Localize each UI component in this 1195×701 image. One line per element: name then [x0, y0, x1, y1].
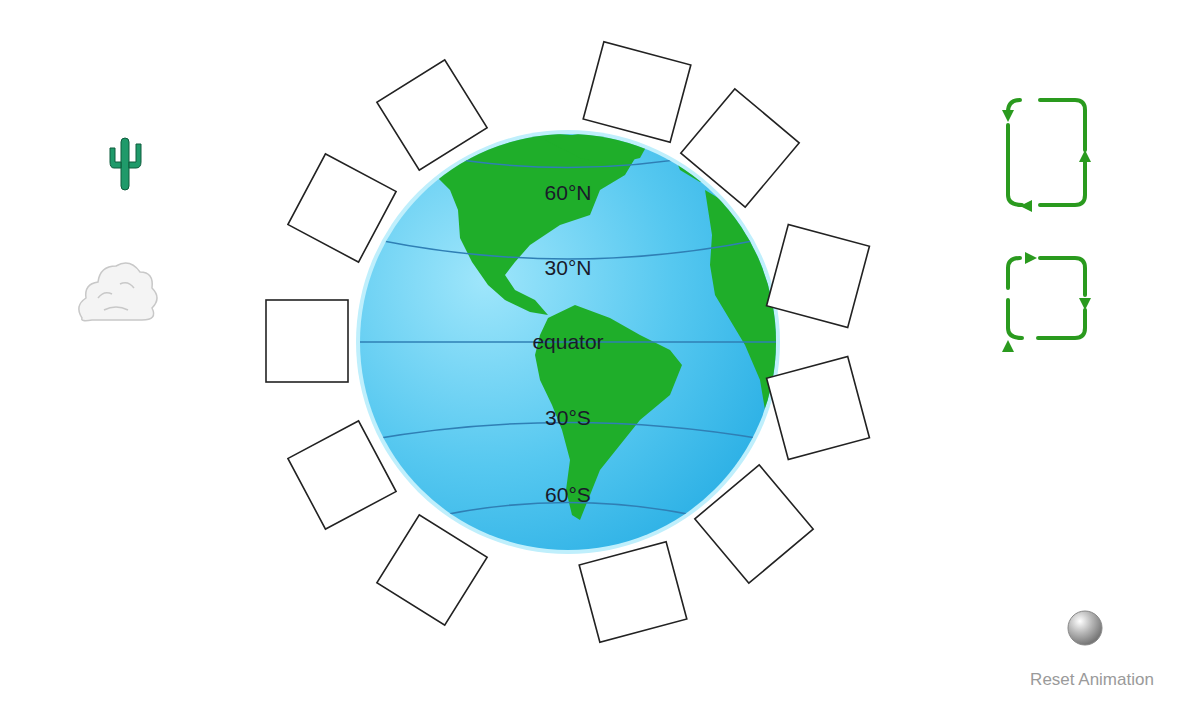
latitude-lines	[360, 155, 776, 520]
latitude-label: 30°N	[545, 256, 592, 280]
globe-rim	[356, 130, 780, 554]
loop-arrowheads	[1002, 110, 1091, 352]
latitude-label: 60°N	[545, 181, 592, 205]
latitude-label: 30°S	[545, 406, 591, 430]
latitude-label: 60°S	[545, 483, 591, 507]
cloud-icon	[79, 263, 157, 321]
cactus-icon	[110, 138, 141, 190]
equator-label: equator	[532, 330, 603, 354]
button-label: Reset Animation	[1030, 670, 1154, 690]
reset-button	[1068, 611, 1102, 645]
empty-boxes	[266, 42, 869, 643]
circulation-loops	[1008, 100, 1085, 338]
